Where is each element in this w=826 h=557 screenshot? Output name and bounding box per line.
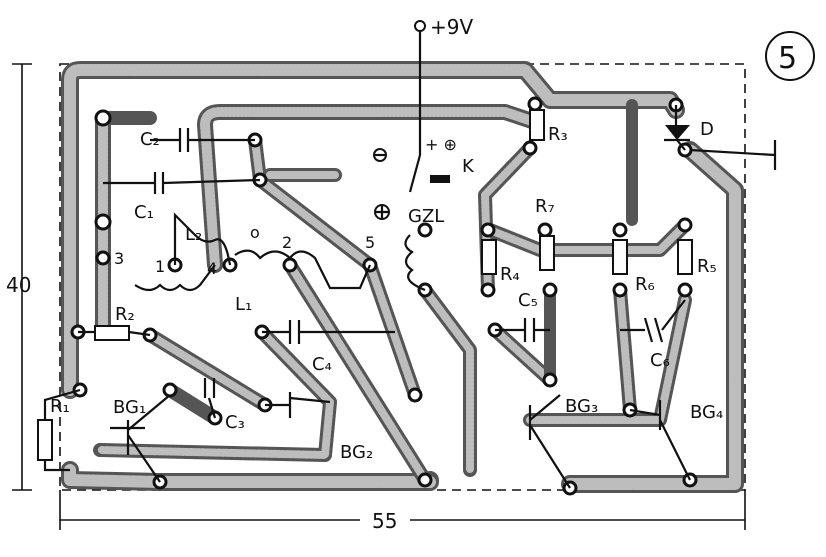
dimension-height: 40 — [6, 63, 32, 491]
pin-4: 4 — [207, 259, 217, 278]
label-l1: L₁ — [235, 294, 252, 315]
label-r2: R₂ — [115, 304, 135, 325]
label-r7: R₇ — [535, 196, 555, 217]
label-c5: C₅ — [518, 290, 538, 311]
label-l2: L₂ — [185, 224, 202, 245]
width-dimension-label: 55 — [372, 509, 397, 533]
components — [37, 20, 777, 489]
label-bg1: BG₁ — [113, 397, 146, 418]
solder-pads — [70, 96, 698, 496]
figure-number: 5 — [778, 41, 797, 76]
dimension-width: 55 — [59, 490, 746, 533]
label-c4: C₄ — [312, 354, 332, 375]
copper-traces — [61, 61, 744, 493]
label-c1: C₁ — [134, 202, 154, 223]
supply-label: +9V — [430, 15, 473, 39]
label-c6: C₆ — [650, 350, 670, 371]
label-c2: C₂ — [140, 129, 160, 150]
label-r6: R₆ — [635, 274, 655, 295]
label-r4: R₄ — [500, 264, 520, 285]
label-c3: C₃ — [225, 412, 245, 433]
pin-0: o — [250, 223, 260, 242]
label-k: K — [462, 156, 475, 177]
figure-number-badge: 5 — [765, 31, 815, 81]
label-bg4: BG₄ — [690, 402, 723, 423]
label-bg3: BG₃ — [565, 396, 598, 417]
pin-5: 5 — [365, 233, 375, 252]
pin-3: 3 — [114, 249, 124, 268]
switch-mark: + ⊕ — [425, 135, 457, 154]
label-r1: R₁ — [50, 396, 70, 417]
height-dimension-label: 40 — [6, 273, 31, 297]
component-labels: C₂ C₁ L₂ L₁ R₂ R₁ C₃ C₄ BG₁ BG₂ R₃ R₇ R₄… — [50, 119, 723, 463]
label-r5: R₅ — [697, 256, 717, 277]
label-d: D — [700, 119, 714, 140]
label-r3: R₃ — [548, 124, 568, 145]
pin-labels: 1 2 3 4 5 o — [114, 223, 375, 278]
label-gzl: GZL — [408, 206, 444, 227]
pin-1: 1 — [155, 257, 165, 276]
label-bg2: BG₂ — [340, 442, 373, 463]
pin-2: 2 — [282, 233, 292, 252]
